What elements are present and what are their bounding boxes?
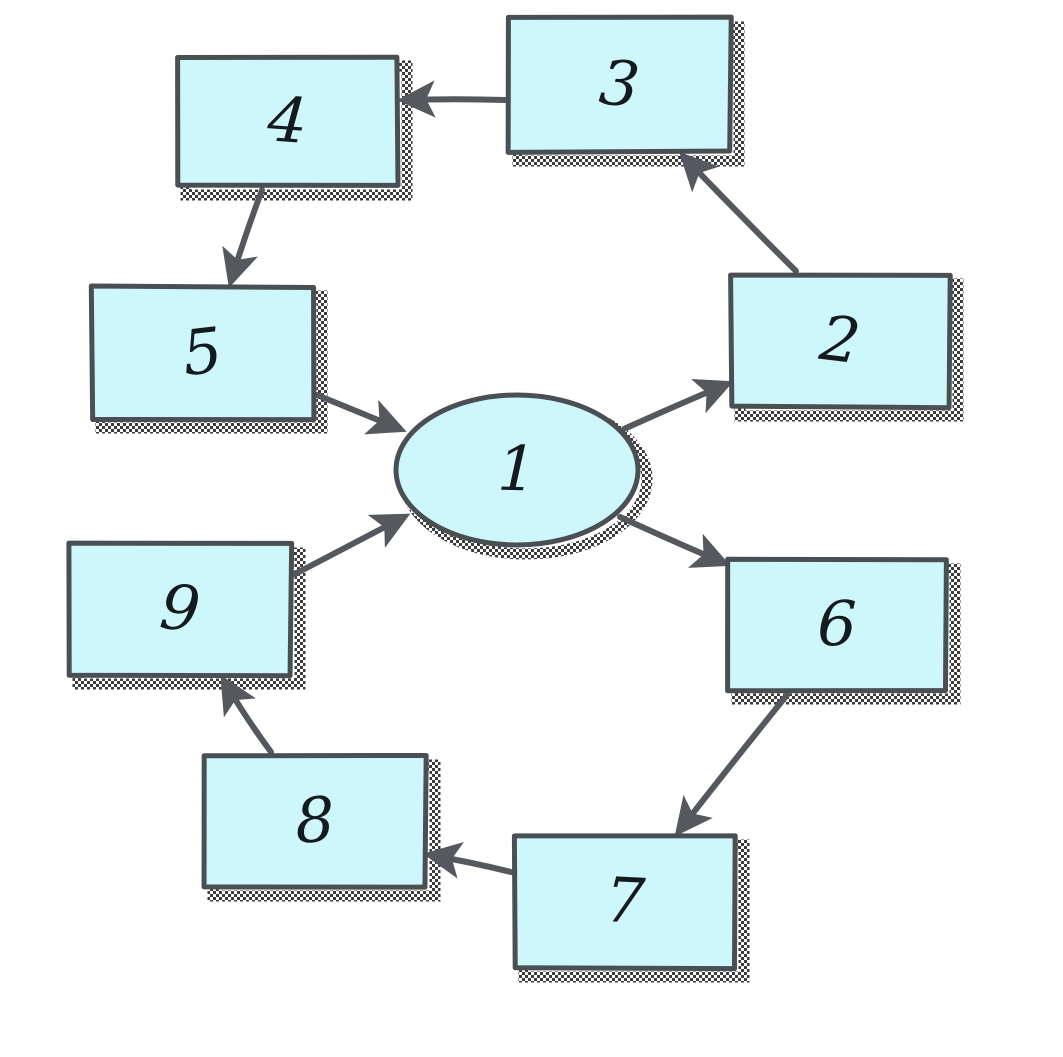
node-label: 1 bbox=[496, 432, 537, 506]
node-shape-ellipse bbox=[393, 392, 641, 548]
node-6[interactable]: 6 bbox=[725, 556, 949, 694]
node-shape-rect bbox=[175, 54, 401, 188]
node-1[interactable]: 1 bbox=[393, 392, 641, 548]
edge-n7-to-n8[interactable] bbox=[422, 841, 514, 879]
node-2[interactable]: 2 bbox=[728, 272, 953, 411]
node-5[interactable]: 5 bbox=[88, 283, 317, 423]
node-3[interactable]: 3 bbox=[505, 14, 734, 155]
node-layer: 1 2 3 4 5 6 7 8 9 bbox=[66, 14, 953, 972]
node-label: 5 bbox=[179, 313, 226, 390]
edge-n9-to-n1[interactable] bbox=[292, 513, 411, 577]
node-shape-rect bbox=[725, 556, 949, 694]
node-shape-rect bbox=[66, 540, 295, 679]
edge-n2-to-n3[interactable] bbox=[679, 151, 799, 274]
node-label: 3 bbox=[596, 45, 643, 122]
edge-n8-to-n9[interactable] bbox=[220, 674, 274, 755]
edge-n1-to-n6[interactable] bbox=[617, 514, 731, 568]
node-4[interactable]: 4 bbox=[175, 54, 401, 188]
node-8[interactable]: 8 bbox=[201, 752, 429, 890]
edge-n5-to-n1[interactable] bbox=[314, 392, 407, 435]
edge-n3-to-n4[interactable] bbox=[396, 80, 508, 118]
node-shape-rect bbox=[505, 14, 734, 155]
node-9[interactable]: 9 bbox=[66, 540, 295, 679]
edge-layer bbox=[220, 80, 799, 879]
node-label: 4 bbox=[264, 82, 310, 158]
node-7[interactable]: 7 bbox=[511, 833, 738, 972]
node-shape-rect bbox=[88, 283, 317, 423]
edge-n4-to-n5[interactable] bbox=[222, 187, 265, 288]
node-label: 8 bbox=[293, 783, 336, 858]
node-label: 6 bbox=[817, 587, 857, 661]
node-shape-rect bbox=[511, 833, 738, 972]
node-shape-rect bbox=[201, 752, 429, 890]
node-label: 2 bbox=[815, 301, 864, 378]
node-label: 7 bbox=[603, 863, 647, 938]
edge-n6-to-n7[interactable] bbox=[674, 692, 790, 837]
node-shape-rect bbox=[728, 272, 953, 411]
edge-n1-to-n2[interactable] bbox=[621, 379, 734, 432]
node-label: 9 bbox=[157, 570, 204, 647]
